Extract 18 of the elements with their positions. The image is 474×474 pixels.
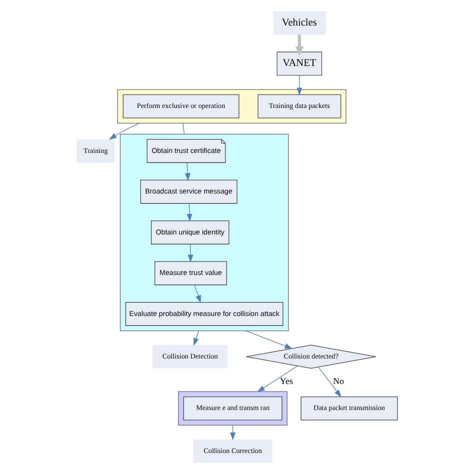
node-box: VANET (276, 52, 322, 76)
cluster (178, 391, 288, 426)
edge-label: Yes (280, 376, 294, 386)
arrow (184, 162, 190, 181)
arrow (194, 284, 201, 304)
arrow (295, 34, 304, 56)
arrow (257, 366, 298, 392)
arrow (188, 244, 194, 262)
arrow (186, 203, 192, 222)
node-box: Vehicles (273, 11, 326, 35)
arrow (246, 330, 293, 349)
arrow (296, 75, 302, 96)
arrow (318, 366, 342, 398)
arrow (194, 330, 200, 346)
cluster (120, 134, 289, 332)
edge-label: No (333, 376, 344, 386)
cluster (117, 89, 346, 124)
connector (182, 122, 185, 134)
